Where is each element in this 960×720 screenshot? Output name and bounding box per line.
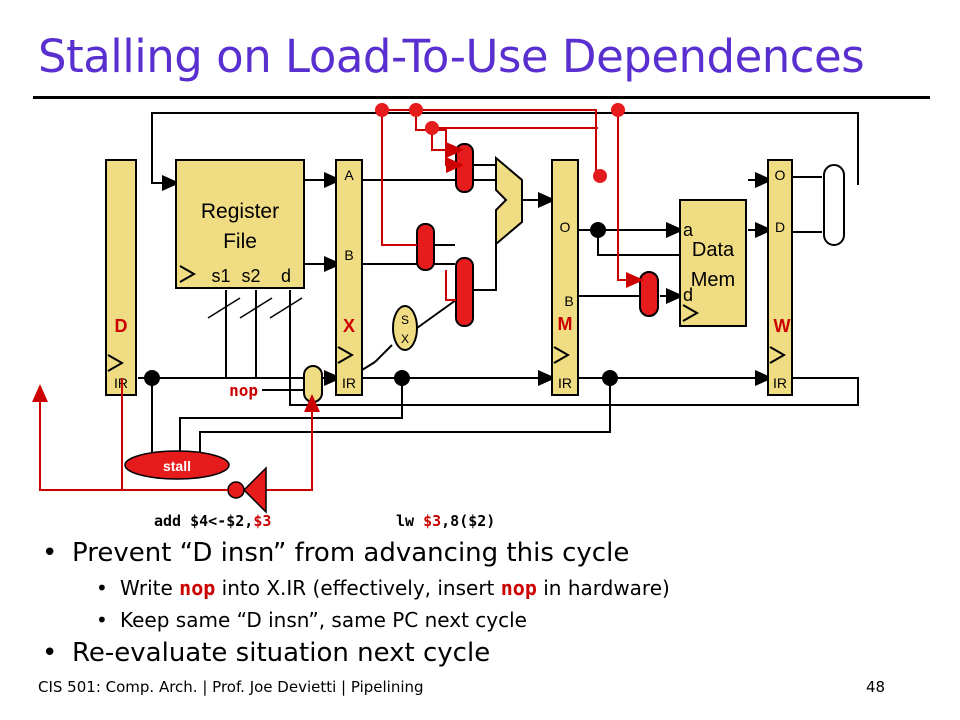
write-nop-pre: Write bbox=[120, 576, 180, 600]
x-latch: A B X IR bbox=[335, 159, 363, 396]
black-junctions bbox=[144, 222, 618, 386]
lw-instruction-reg: $3 bbox=[423, 512, 442, 530]
alu bbox=[495, 155, 523, 247]
footer-page-number: 48 bbox=[866, 678, 886, 696]
lw-instruction-offset: ,8($2) bbox=[441, 512, 496, 530]
w-d-label: D bbox=[775, 219, 785, 235]
bypass-muxes bbox=[416, 143, 659, 327]
black-wires bbox=[138, 112, 859, 455]
regfile-port-s1: s1 bbox=[211, 266, 230, 286]
add-instruction: add $4<-$2,$3 bbox=[154, 512, 271, 530]
data-mem-port-d: d bbox=[683, 285, 693, 305]
w-stage-label: W bbox=[774, 316, 791, 336]
data-mem-label-2: Mem bbox=[691, 269, 735, 291]
bullet-keep-same: Keep same “D insn”, same PC next cycle bbox=[96, 608, 932, 632]
regfile-port-d: d bbox=[281, 266, 291, 286]
m-ir-label: IR bbox=[558, 375, 572, 391]
write-nop-mid: into X.IR (effectively, insert bbox=[215, 576, 501, 600]
data-mem-port-a: a bbox=[683, 220, 694, 240]
sx-s-label: S bbox=[401, 313, 409, 327]
stall-label: stall bbox=[163, 458, 191, 474]
stall-unit: stall bbox=[124, 450, 230, 480]
sx-x-label: X bbox=[401, 332, 409, 346]
write-nop-code-2: nop bbox=[500, 576, 537, 600]
register-file-label-1: Register bbox=[201, 200, 279, 223]
x-a-label: A bbox=[344, 167, 354, 183]
bus-width-marks bbox=[207, 297, 303, 319]
ir-nop-mux bbox=[303, 365, 323, 403]
red-junctions bbox=[375, 103, 625, 183]
register-file-label-2: File bbox=[223, 230, 257, 253]
data-memory: Data Mem a d bbox=[679, 199, 747, 327]
m-o-label: O bbox=[560, 219, 571, 235]
title-divider bbox=[33, 96, 930, 99]
write-nop-post: in hardware) bbox=[536, 576, 670, 600]
page-title: Stalling on Load-To-Use Dependences bbox=[38, 30, 865, 83]
add-instruction-reg: $3 bbox=[253, 512, 272, 530]
w-latch: O D W IR bbox=[767, 159, 793, 396]
writeback-mux bbox=[823, 164, 845, 246]
d-latch: D IR bbox=[105, 159, 137, 396]
stall-inverter bbox=[227, 466, 267, 514]
x-ir-label: IR bbox=[342, 375, 356, 391]
w-ir-label: IR bbox=[773, 375, 787, 391]
footer-left: CIS 501: Comp. Arch. | Prof. Joe Deviett… bbox=[38, 678, 424, 696]
lw-instruction-text: lw bbox=[396, 512, 424, 530]
lw-instruction: lw $3,8($2) bbox=[396, 512, 495, 530]
bullet-reevaluate: Re-evaluate situation next cycle bbox=[42, 638, 932, 668]
add-instruction-text: add $4<-$2, bbox=[154, 512, 254, 530]
bullet-write-nop: Write nop into X.IR (effectively, insert… bbox=[96, 576, 932, 600]
m-stage-label: M bbox=[558, 314, 573, 334]
bullet-list: Prevent “D insn” from advancing this cyc… bbox=[42, 538, 932, 668]
regfile-port-s2: s2 bbox=[241, 266, 260, 286]
red-bypass-wires bbox=[32, 109, 644, 491]
register-file: Register File s1 s2 d bbox=[175, 159, 305, 289]
m-latch: O B M IR bbox=[551, 159, 579, 396]
m-b-label: B bbox=[564, 293, 573, 309]
d-stage-label: D bbox=[115, 316, 128, 336]
write-nop-code: nop bbox=[179, 576, 216, 600]
x-stage-label: X bbox=[343, 316, 355, 336]
x-b-label: B bbox=[344, 247, 353, 263]
data-mem-label-1: Data bbox=[692, 239, 735, 261]
bullet-prevent: Prevent “D insn” from advancing this cyc… bbox=[42, 538, 932, 568]
nop-label: nop bbox=[229, 381, 258, 400]
w-o-label: O bbox=[775, 167, 786, 183]
sign-extend: S X bbox=[392, 305, 418, 351]
sx-to-mux-wire bbox=[416, 299, 457, 329]
